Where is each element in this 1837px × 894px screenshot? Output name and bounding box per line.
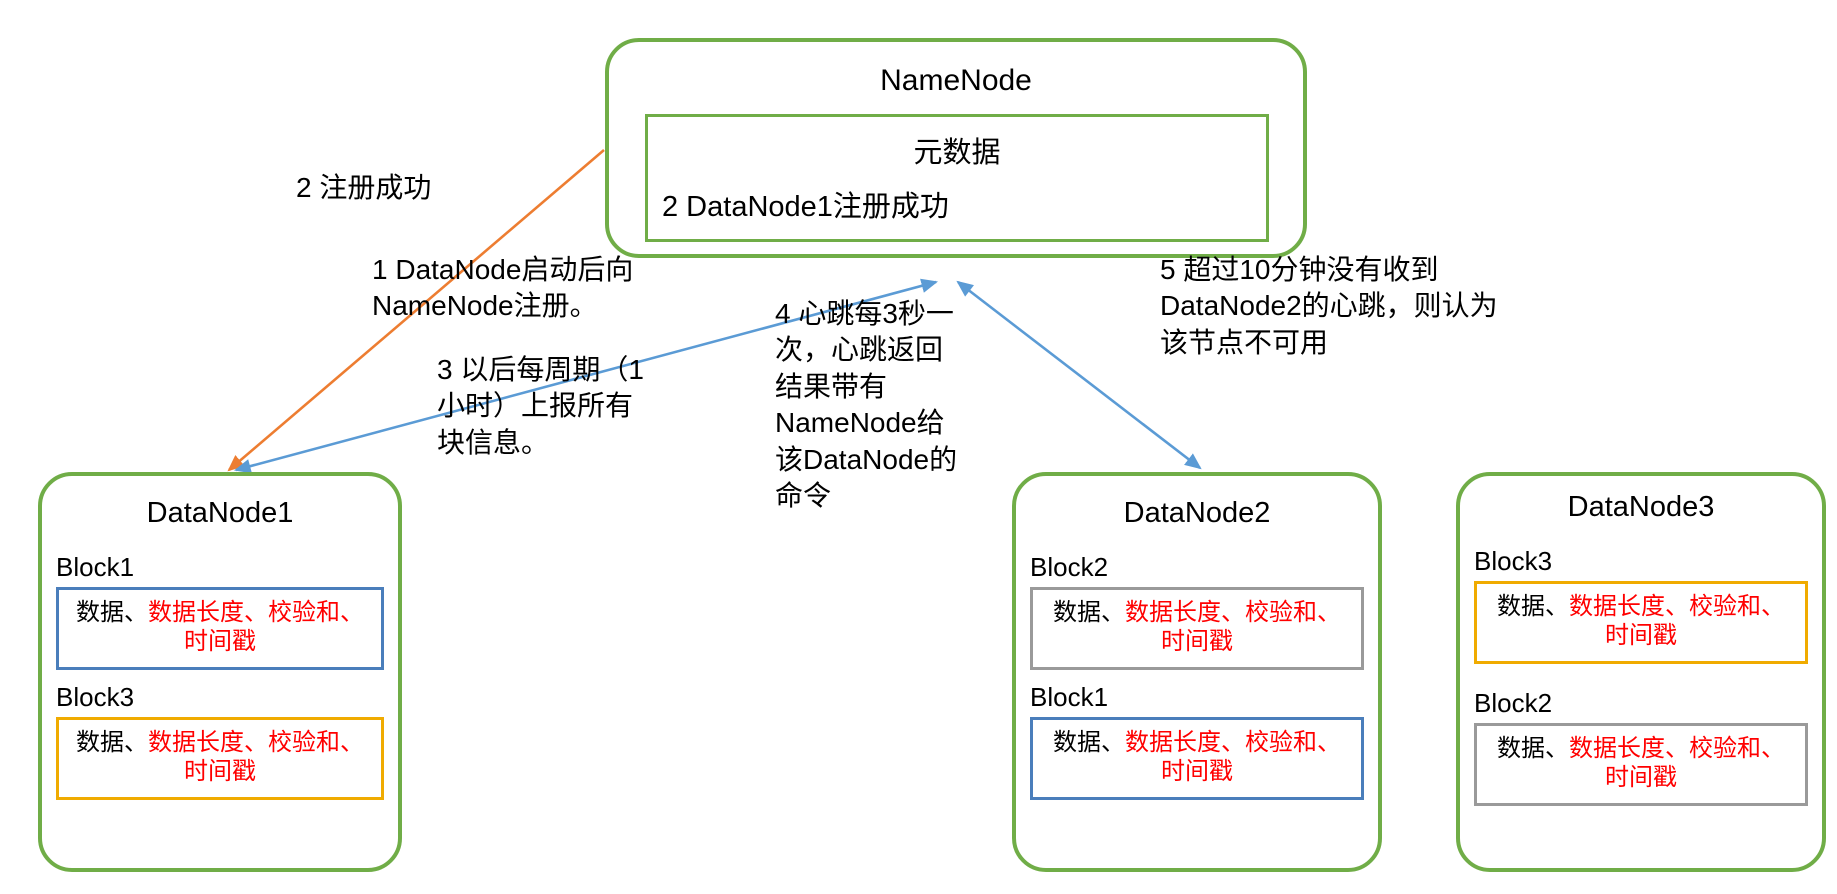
metadata-box[interactable]: 元数据 2 DataNode1注册成功 xyxy=(645,114,1269,242)
datanode2-block-0[interactable]: Block2 数据、数据长度、校验和、时间戳 xyxy=(1030,552,1364,670)
metadata-entry: 2 DataNode1注册成功 xyxy=(662,191,949,223)
datanode3-block-0[interactable]: Block3 数据、数据长度、校验和、时间戳 xyxy=(1474,546,1808,664)
block-label: Block3 xyxy=(56,682,135,712)
block-content: 数据、数据长度、校验和、时间戳 xyxy=(1030,587,1364,670)
datanode3-block-1[interactable]: Block2 数据、数据长度、校验和、时间戳 xyxy=(1474,688,1808,806)
metadata-title: 元数据 xyxy=(913,137,1001,169)
namenode-title: NameNode xyxy=(880,64,1032,97)
block-content: 数据、数据长度、校验和、时间戳 xyxy=(56,717,384,800)
block-label: Block2 xyxy=(1474,688,1553,718)
block-text-red: 数据长度、校验和、时间戳 xyxy=(1569,735,1785,792)
block-text-black: 数据、 xyxy=(76,729,148,756)
datanode1-title: DataNode1 xyxy=(146,497,294,529)
datanode1-block-1[interactable]: Block3 数据、数据长度、校验和、时间戳 xyxy=(56,682,384,800)
annotation-step1-startup: 1 DataNode启动后向NameNode注册。 xyxy=(372,254,634,322)
annotation-step2-register: 2 注册成功 xyxy=(296,172,432,203)
datanode2-block-1[interactable]: Block1 数据、数据长度、校验和、时间戳 xyxy=(1030,682,1364,800)
block-text-red: 数据长度、校验和、时间戳 xyxy=(148,729,364,786)
block-text-red: 数据长度、校验和、时间戳 xyxy=(148,599,364,656)
block-text-black: 数据、 xyxy=(1497,735,1569,762)
datanode1-box[interactable]: DataNode1 Block1 数据、数据长度、校验和、时间戳 Block3 … xyxy=(38,472,402,872)
block-label: Block1 xyxy=(56,552,135,582)
block-text-black: 数据、 xyxy=(76,599,148,626)
annotation-step3-block-report: 3 以后每周期（1小时）上报所有块信息。 xyxy=(437,354,644,458)
block-content: 数据、数据长度、校验和、时间戳 xyxy=(1474,581,1808,664)
block-text-black: 数据、 xyxy=(1053,729,1125,756)
block-text-red: 数据长度、校验和、时间戳 xyxy=(1125,599,1341,656)
block-label: Block3 xyxy=(1474,546,1553,576)
datanode1-block-0[interactable]: Block1 数据、数据长度、校验和、时间戳 xyxy=(56,552,384,670)
block-content: 数据、数据长度、校验和、时间戳 xyxy=(56,587,384,670)
datanode2-box[interactable]: DataNode2 Block2 数据、数据长度、校验和、时间戳 Block1 … xyxy=(1012,472,1382,872)
block-content: 数据、数据长度、校验和、时间戳 xyxy=(1030,717,1364,800)
block-text-red: 数据长度、校验和、时间戳 xyxy=(1569,593,1785,650)
block-content: 数据、数据长度、校验和、时间戳 xyxy=(1474,723,1808,806)
block-text-black: 数据、 xyxy=(1053,599,1125,626)
namenode-box[interactable]: NameNode 元数据 2 DataNode1注册成功 xyxy=(605,38,1307,258)
datanode3-title: DataNode3 xyxy=(1567,491,1715,523)
block-text-red: 数据长度、校验和、时间戳 xyxy=(1125,729,1341,786)
datanode3-box[interactable]: DataNode3 Block3 数据、数据长度、校验和、时间戳 Block2 … xyxy=(1456,472,1826,872)
annotation-step4-heartbeat: 4 心跳每3秒一次，心跳返回结果带有NameNode给该DataNode的命令 xyxy=(775,298,958,511)
block-text-black: 数据、 xyxy=(1497,593,1569,620)
annotation-step5-timeout: 5 超过10分钟没有收到DataNode2的心跳，则认为该节点不可用 xyxy=(1160,254,1498,358)
datanode2-title: DataNode2 xyxy=(1123,497,1271,529)
block-label: Block2 xyxy=(1030,552,1109,582)
block-label: Block1 xyxy=(1030,682,1109,712)
